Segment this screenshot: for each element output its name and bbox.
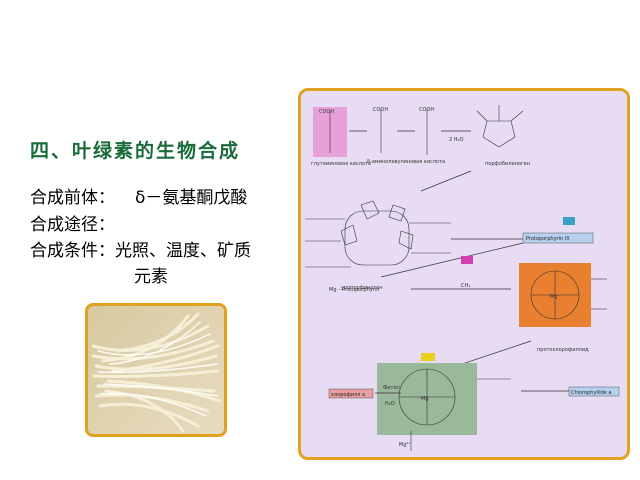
seedlings-drawing [91,312,222,433]
chlorophyllide-ring [398,368,511,451]
chlorophyll-a-label: хлорофилл a [331,392,365,398]
protoporphyrin-box [522,232,594,244]
ala-cooh: COOH [373,107,388,113]
conditions-value: 光照、温度、矿质 [115,241,251,261]
uroporphyrinogen-ring [305,200,451,268]
chlorophyllide-a-label: Chlorophyllide a [571,390,612,396]
mg2-label: Mg²⁺ [399,442,411,448]
protochlorophyllide-label: протохлорофиллид [537,347,589,353]
etiolated-seedlings-photo [85,303,227,437]
conditions-continuation: 元素 [134,267,168,287]
uroporphyrinogen-label: уропорфиноген [341,285,383,291]
mg-proto-label: Mg – Protoporphyrin [329,287,379,293]
porphobilinogen-ring [476,105,524,148]
mg-center-label: Mg [421,396,429,402]
h2o-label: H₂O [385,401,395,407]
precursor-value: δ－氨基酮戊酸 [135,188,248,208]
precursor-label: 合成前体： [30,188,115,208]
ch3-label: CH₃ [461,283,470,289]
pathway-drawing: COOH COOH COOH 2 H₂O глутаминовая кислот… [305,105,620,451]
enzyme-tag-3 [421,353,435,361]
mg-label: Mg [550,294,558,300]
arrow-6 [380,242,524,278]
ala2-cooh: COOH [419,107,434,113]
biosynthesis-diagram: COOH COOH COOH 2 H₂O глутаминовая кислот… [298,88,630,460]
glutamic-cooh: COOH [319,109,334,115]
protochlorophyllide-ring [530,270,607,320]
conditions-line: 合成条件：光照、温度、矿质 [30,236,251,261]
ala-label: δ-аминолевулиновая кислота [367,159,445,165]
chlorophyllide-a-box [568,386,620,397]
enzyme-tag-2 [461,256,473,264]
precursor-line: 合成前体： δ－氨基酮戊酸 [30,183,247,208]
arrow-4 [420,170,472,192]
protoporphyrin-label: Protoporphyrin IX [526,236,570,242]
pathway-label: 合成途径： [30,215,115,235]
phytol-label: Фитол [383,385,400,391]
two-h2o-label: 2 H₂O [449,137,464,143]
slide-title: 四、叶绿素的生物合成 [30,140,241,162]
glutamic-label: глутаминовая кислота [311,161,371,167]
chlorophyll-a-box [328,388,374,399]
pathway-line: 合成途径： [30,210,115,235]
enzyme-tag-1 [563,217,575,225]
porphobilinogen-label: порфобилиноген [485,161,530,167]
conditions-label: 合成条件： [30,241,115,261]
